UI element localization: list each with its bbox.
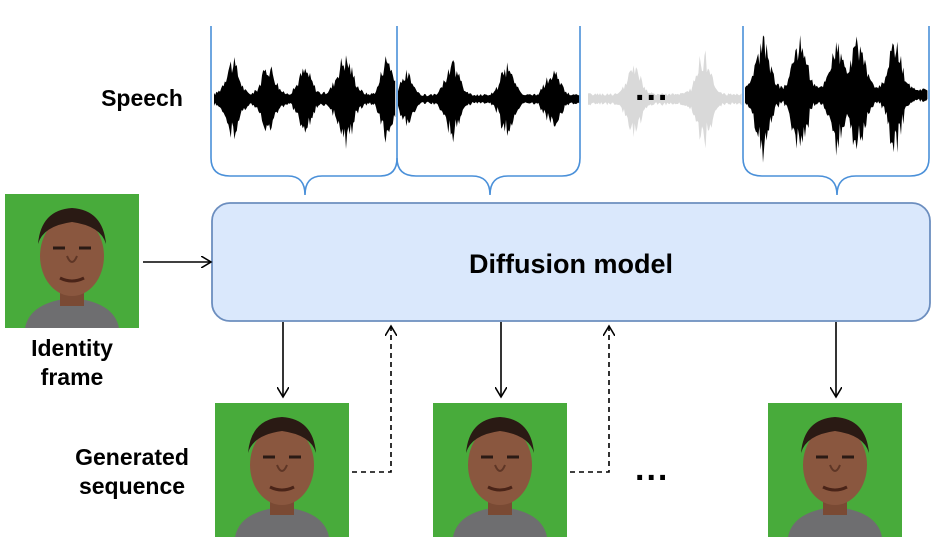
speech-label: Speech [101,85,183,111]
generated-frame-1 [213,401,351,539]
ellipsis-top: ... [635,70,670,108]
identity-label-line1: Identity [31,335,113,361]
feedback-arrow-2 [570,326,609,473]
generated-sequence-label: Generated sequence [58,443,206,501]
waveform-segment-1 [214,55,396,149]
identity-label-line2: frame [40,363,104,390]
face-photo-icon [213,401,351,539]
generated-frame-2 [431,401,569,539]
identity-frame-label: Identity frame [0,334,144,392]
generated-label-line1: Generated [75,444,189,470]
face-photo-icon [3,192,141,330]
speech-waveform [214,35,928,163]
audio-window-bracket-1 [210,26,398,196]
waveform-segment-faded [588,50,742,149]
face-photo-icon [766,401,904,539]
identity-frame-image [3,192,141,330]
generated-label-line2: sequence [78,472,186,499]
diffusion-model-label: Diffusion model [469,249,673,279]
waveform-segment-2 [398,60,580,143]
waveform-segment-4 [745,35,928,163]
audio-window-brackets [210,26,930,196]
generated-frame-3 [766,401,904,539]
feedback-arrow-1 [352,326,391,473]
face-photo-icon [431,401,569,539]
ellipsis-bottom: ... [635,450,670,488]
audio-window-bracket-3 [742,26,930,196]
audio-window-bracket-2 [396,26,581,196]
